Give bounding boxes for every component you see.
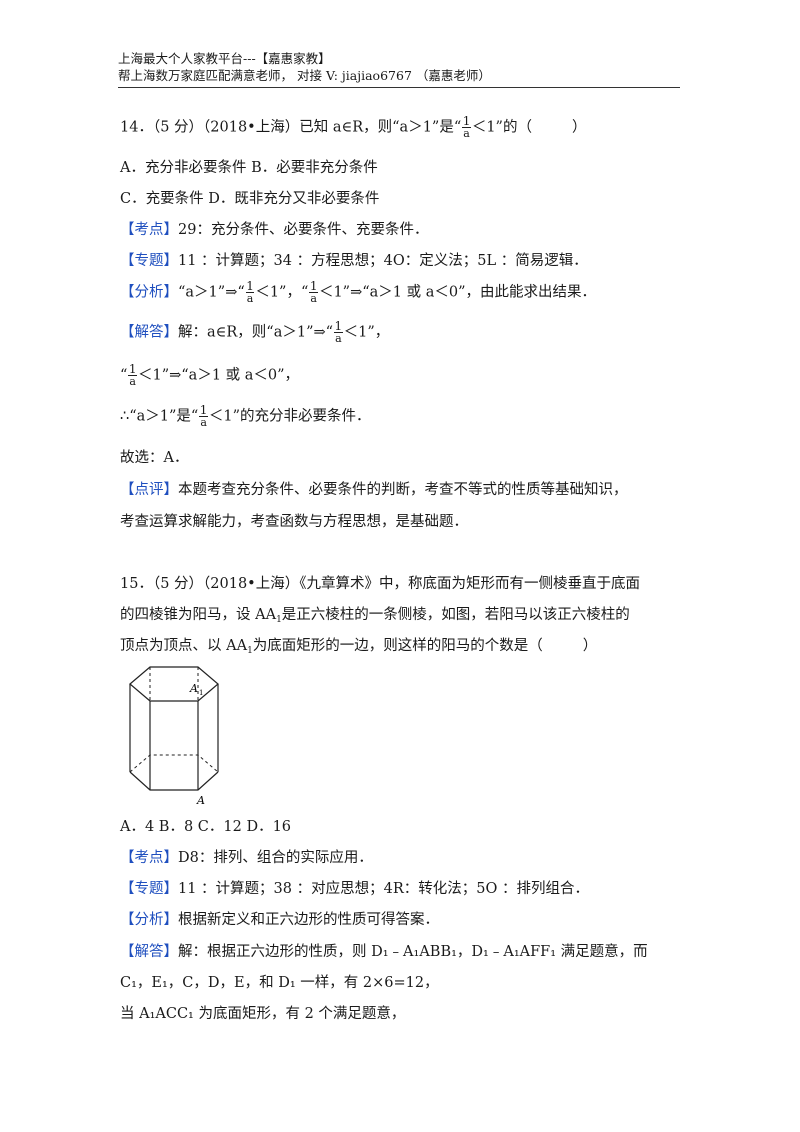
header-line-1: 上海最大个人家教平台---【嘉惠家教】	[118, 51, 331, 66]
q14-options-1: A．充分非必要条件 B．必要非充分条件	[120, 160, 378, 176]
q15-jieda-1: 【解答】解：根据正六边形的性质，则 D₁﹣A₁ABB₁，D₁﹣A₁AFF₁ 满足…	[120, 944, 648, 960]
q14-dianping-1: 【点评】本题考查充分条件、必要条件的判断，考查不等式的性质等基础知识，	[120, 482, 628, 498]
q15-stem-3: 顶点为顶点、以 AA1为底面矩形的一边，则这样的阳马的个数是（）	[120, 638, 598, 656]
q15-stem-1: 15．（5 分）（2018•上海）《九章算术》中，称底面为矩形而有一侧棱垂直于底…	[120, 576, 640, 592]
q15-zhuanti: 【专题】11 ：计算题；38 ：对应思想；4R：转化法；5O ：排列组合．	[120, 881, 589, 897]
hexagonal-prism-figure: A 1 A	[129, 666, 219, 807]
q14-kaodian: 【考点】29：充分条件、必要条件、充要条件．	[120, 222, 429, 238]
label-a1: A	[189, 682, 198, 695]
top-hexagon	[129, 666, 219, 702]
q15-options: A．4 B．8 C．12 D．16	[120, 819, 292, 835]
q15-kaodian: 【考点】D8：排列、组合的实际应用．	[120, 850, 373, 866]
page-header: 上海最大个人家教平台---【嘉惠家教】 帮上海数万家庭匹配满意老师， 对接 V:…	[118, 50, 680, 88]
header-line-2: 帮上海数万家庭匹配满意老师， 对接 V: jiajiao6767 （嘉惠老师）	[118, 68, 491, 83]
q15-stem-2: 的四棱锥为阳马，设 AA1是正六棱柱的一条侧棱，如图，若阳马以该正六棱柱的	[120, 607, 630, 625]
q15-fenxi: 【分析】根据新定义和正六边形的性质可得答案．	[120, 912, 439, 928]
label-a1-sub: 1	[199, 689, 203, 697]
q14-options-2: C．充要条件 D．既非充分又非必要条件	[120, 191, 380, 207]
q15-jieda-3: 当 A₁ACC₁ 为底面矩形，有 2 个满足题意，	[120, 1006, 406, 1022]
q14-zhuanti: 【专题】11 ：计算题；34 ：方程思想；4O：定义法；5L ：简易逻辑．	[120, 253, 588, 269]
q14-dianping-2: 考查运算求解能力，考查函数与方程思想，是基础题．	[120, 514, 468, 530]
label-a: A	[196, 794, 205, 807]
q14-choice: 故选：A．	[120, 450, 189, 466]
q15-jieda-2: C₁，E₁，C，D，E，和 D₁ 一样，有 2×6=12，	[120, 975, 439, 991]
